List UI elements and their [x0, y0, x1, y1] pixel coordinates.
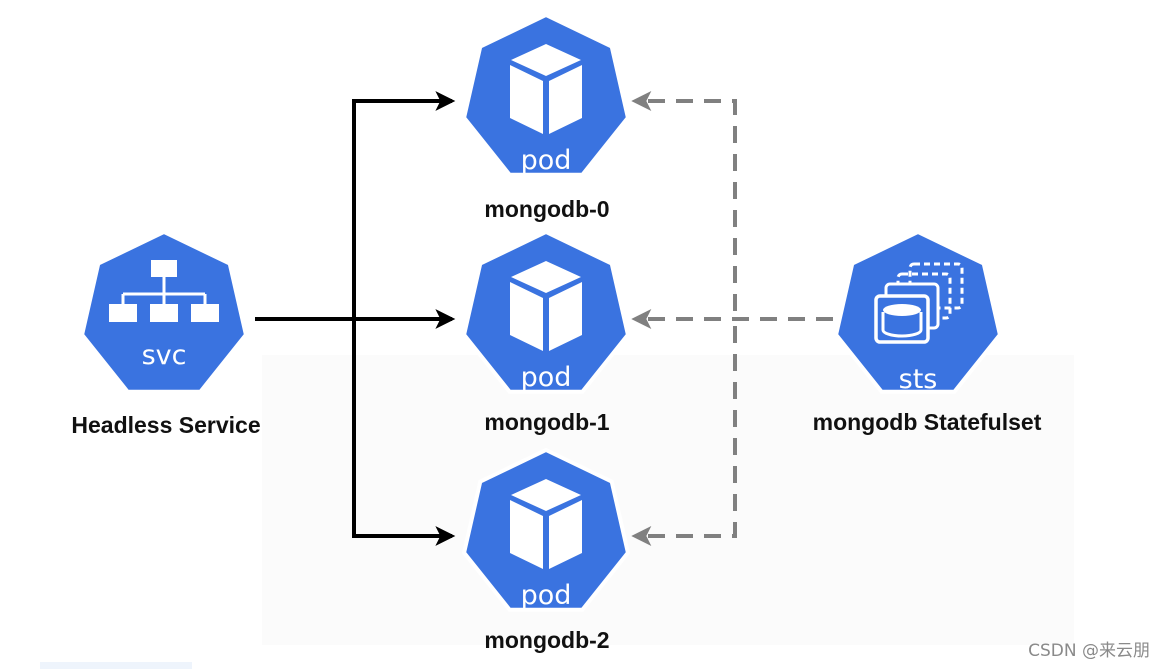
solid-edges: [255, 91, 456, 546]
pod-icon-text: pod: [521, 145, 572, 176]
cube-icon: [510, 44, 582, 134]
statefulset-label: mongodb Statefulset: [812, 409, 1042, 435]
kubernetes-pod-icon: pod: [461, 12, 631, 177]
kubernetes-svc-icon: svc: [79, 229, 249, 394]
cube-icon: [510, 479, 582, 569]
kubernetes-sts-icon: sts: [833, 229, 1003, 395]
edge-svc-to-mongodb-2: [352, 319, 456, 546]
dashed-edges: [631, 91, 836, 546]
pod-icon-text: pod: [521, 362, 572, 393]
edge-svc-to-mongodb-0: [352, 91, 456, 319]
cube-icon: [510, 261, 582, 351]
pod-icon-text: pod: [521, 580, 572, 611]
svc-icon-text: svc: [142, 340, 187, 371]
kubernetes-pod-icon: pod: [461, 229, 631, 394]
watermark-text: CSDN @来云朋: [1028, 641, 1150, 661]
background-panel: [262, 355, 1074, 645]
edge-sts-to-mongodb-2: [631, 319, 737, 546]
headless-service-label: Headless Service: [71, 412, 261, 438]
network-hierarchy-icon: [109, 260, 219, 322]
background-strip: [40, 662, 192, 669]
edge-sts-to-mongodb-0: [631, 91, 737, 319]
pod-label-mongodb-2: mongodb-2: [484, 627, 610, 653]
sts-icon-text: sts: [899, 364, 938, 395]
pod-label-mongodb-0: mongodb-0: [484, 196, 610, 222]
stacked-database-icon: [874, 262, 964, 344]
pod-label-mongodb-1: mongodb-1: [484, 409, 610, 435]
kubernetes-pod-icon: pod: [461, 447, 631, 612]
